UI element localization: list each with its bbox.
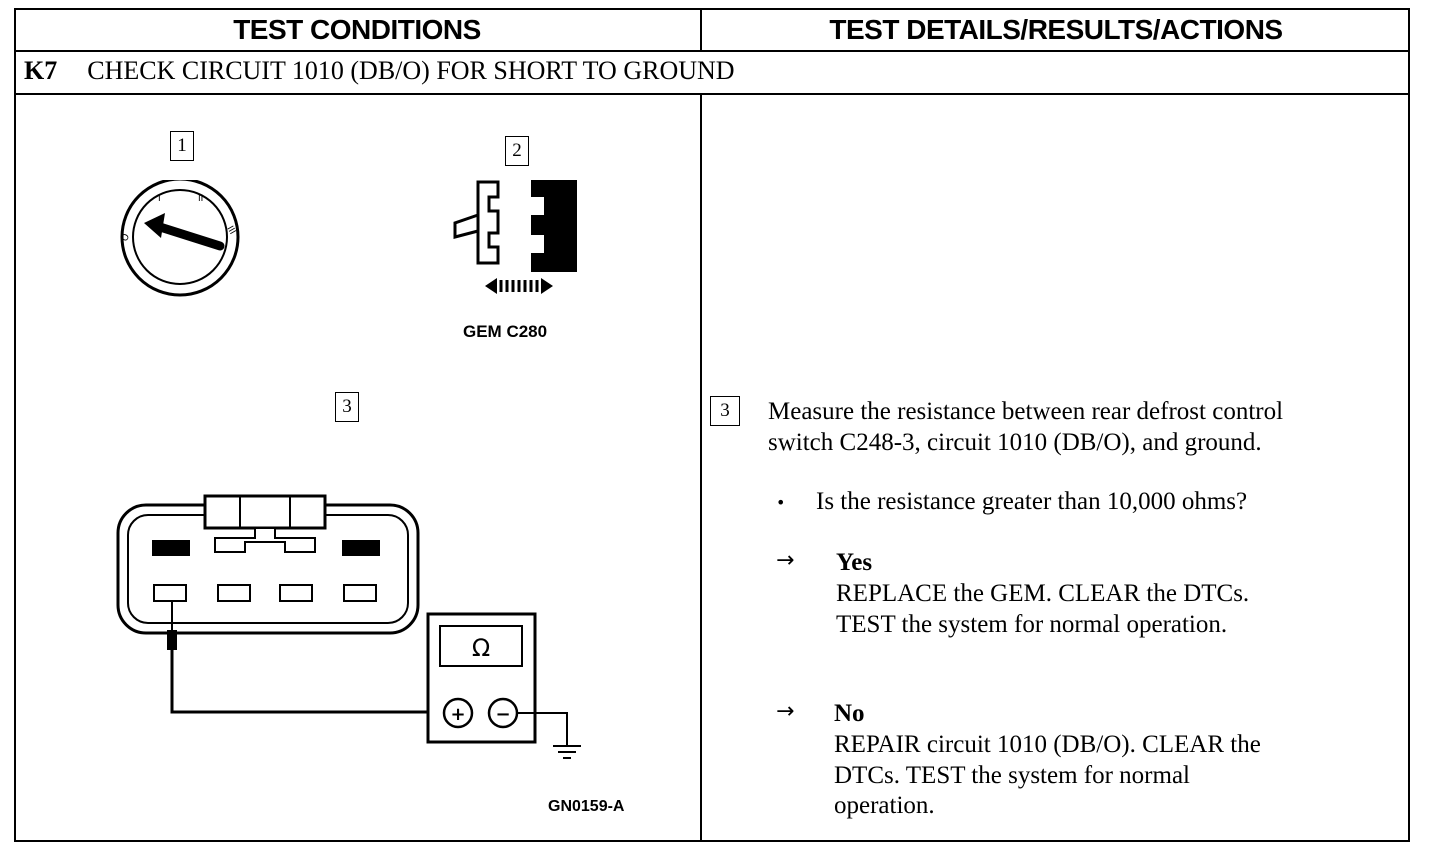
meter-minus-terminal: − bbox=[495, 704, 510, 725]
no-action-line-2: DTCs. TEST the system for normal bbox=[834, 762, 1190, 789]
no-action-line-3: operation. bbox=[834, 792, 935, 819]
no-arrow: → bbox=[776, 699, 795, 724]
step-title-row: K7 CHECK CIRCUIT 1010 (DB/O) FOR SHORT TO… bbox=[24, 56, 735, 86]
instruction-line-1: Measure the resistance between rear defr… bbox=[768, 398, 1284, 425]
step-code: K7 bbox=[24, 56, 58, 85]
connector-disconnect-icon bbox=[453, 180, 577, 294]
header-divider bbox=[14, 50, 1410, 52]
test-conditions-header: TEST CONDITIONS bbox=[233, 14, 481, 45]
figure-box-1: 1 bbox=[170, 131, 194, 161]
svg-text:I: I bbox=[158, 194, 161, 204]
step-divider bbox=[14, 93, 1410, 95]
connector-label: GEM C280 bbox=[463, 322, 548, 341]
test-details-header: TEST DETAILS/RESULTS/ACTIONS bbox=[829, 14, 1283, 45]
question-text: Is the resistance greater than 10,000 oh… bbox=[816, 488, 1248, 515]
yes-action-line-1: REPLACE the GEM. CLEAR the DTCs. bbox=[836, 580, 1250, 607]
meter-plus-terminal: + bbox=[450, 704, 465, 725]
svg-text:O: O bbox=[120, 232, 132, 243]
yes-arrow: → bbox=[776, 548, 795, 573]
svg-text:III: III bbox=[224, 225, 237, 237]
yes-action-line-2: TEST the system for normal operation. bbox=[836, 611, 1228, 638]
question-bullet: • bbox=[776, 493, 786, 512]
figure-id: GN0159-A bbox=[548, 798, 625, 815]
yes-label: Yes bbox=[836, 549, 873, 576]
header-column-divider bbox=[700, 8, 702, 50]
no-action-line-1: REPAIR circuit 1010 (DB/O). CLEAR the bbox=[834, 731, 1261, 758]
svg-text:II: II bbox=[198, 194, 203, 204]
instruction-line-2: switch C248-3, circuit 1010 (DB/O), and … bbox=[768, 429, 1262, 456]
table-frame bbox=[14, 8, 1410, 842]
details-step-box: 3 bbox=[710, 396, 740, 426]
figure-box-2: 2 bbox=[505, 136, 529, 166]
switch-connector-diagram: Ω + − bbox=[116, 494, 581, 759]
figure-box-3: 3 bbox=[335, 392, 359, 422]
no-label: No bbox=[834, 700, 865, 727]
body-column-divider bbox=[700, 93, 702, 842]
meter-ohm-symbol: Ω bbox=[472, 634, 490, 662]
step-title: CHECK CIRCUIT 1010 (DB/O) FOR SHORT TO G… bbox=[87, 56, 735, 85]
ignition-switch-icon: O I II III bbox=[120, 180, 240, 297]
